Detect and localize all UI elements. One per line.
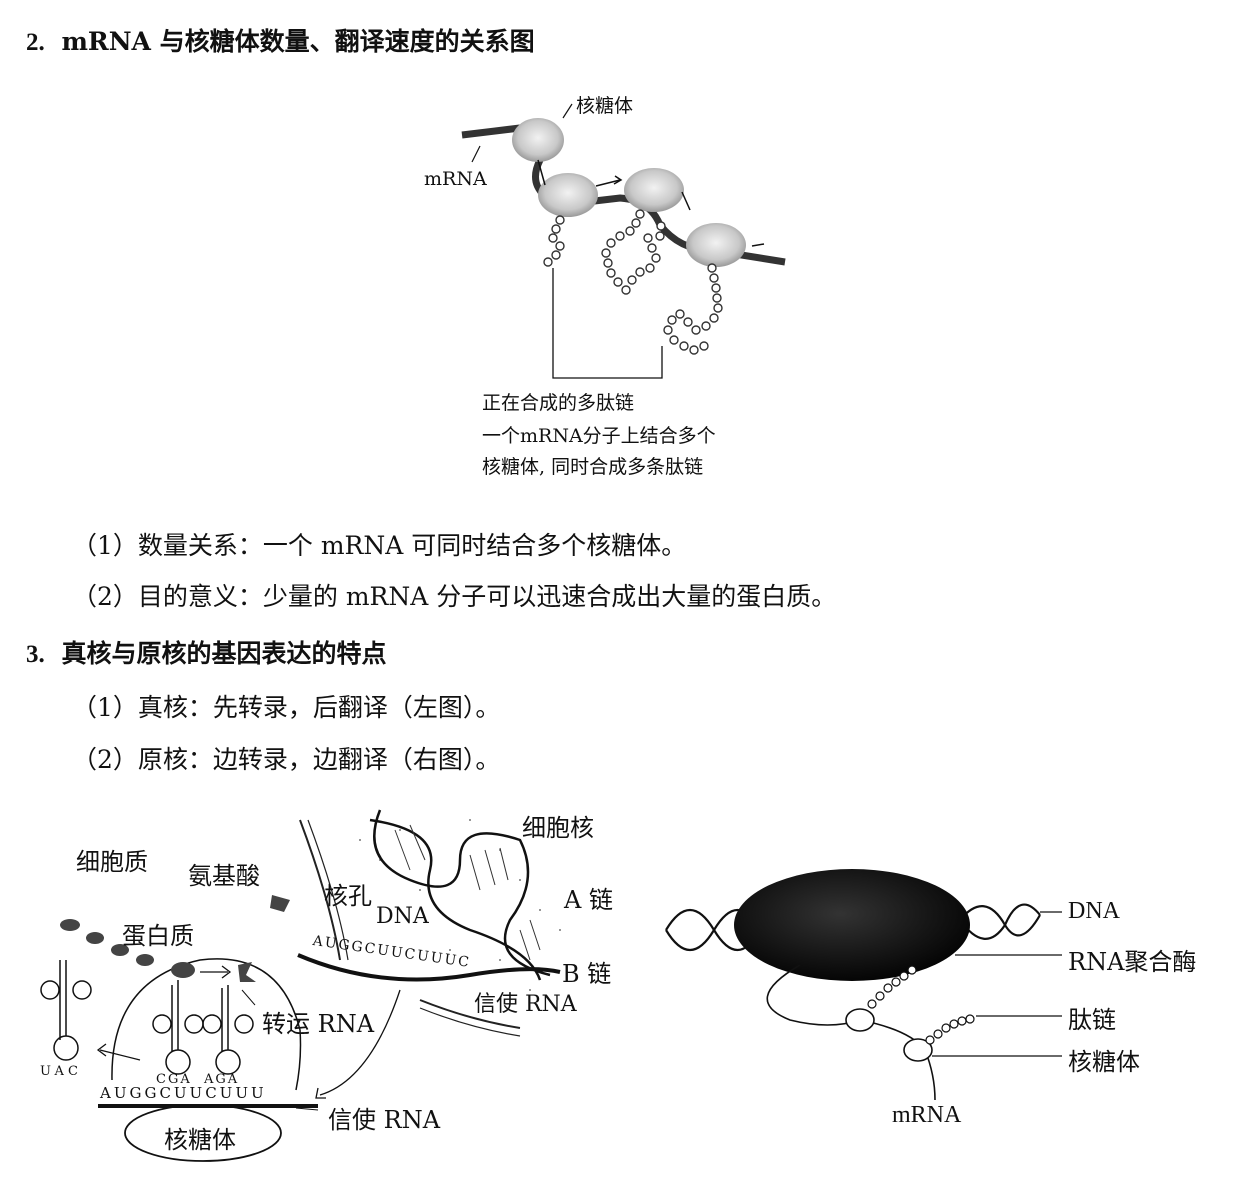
eukaryotic-label-nuclear-pore: 核孔 — [324, 882, 372, 910]
eukaryotic-anticodon-3: AGA — [204, 1072, 240, 1087]
prokaryotic-label-peptide: 肽链 — [1068, 1006, 1116, 1034]
eukaryotic-label-cytoplasm: 细胞质 — [76, 848, 148, 876]
eukaryotic-dna-helix — [369, 809, 551, 981]
prokaryotic-mrna — [766, 964, 936, 1101]
section-3-point-2: （2）原核：边转录，边翻译（右图）。 — [72, 745, 501, 774]
polyribosome-peptide-chains — [543, 209, 723, 355]
eukaryotic-label-a-chain: A 链 — [564, 886, 613, 914]
section-2-title: mRNA 与核糖体数量、翻译速度的关系图 — [61, 27, 535, 56]
eukaryotic-anticodon-1: UAC — [40, 1064, 82, 1079]
polyribosome-ribosome-2 — [538, 173, 598, 217]
polyribosome-ribosome-4 — [686, 223, 746, 267]
eukaryotic-codons-ribosome: AUGGCUUCUUU — [100, 1084, 267, 1102]
eukaryotic-label-b-chain: B 链 — [562, 960, 612, 988]
section-2-number: 2. — [26, 29, 45, 56]
prokaryotic-label-ribosome: 核糖体 — [1068, 1048, 1140, 1076]
prokaryotic-dna-right — [959, 903, 1041, 940]
prokaryotic-rna-polymerase — [734, 869, 970, 981]
eukaryotic-label-nucleus: 细胞核 — [522, 814, 594, 842]
polyribosome-label-mrna: mRNA — [424, 168, 487, 190]
polyribosome-ribosome-3 — [624, 168, 684, 212]
polyribosome-label-ribosome: 核糖体 — [576, 95, 634, 117]
eukaryotic-protein-chain — [60, 895, 290, 982]
section-3-title: 真核与原核的基因表达的特点 — [61, 639, 387, 668]
eukaryotic-label-mrna-bottom: 信使 RNA — [328, 1106, 441, 1134]
prokaryotic-label-rna-polymerase: RNA聚合酶 — [1068, 948, 1197, 976]
polyribosome-caption-line-3: 核糖体, 同时合成多条肽链 — [482, 456, 704, 478]
eukaryotic-label-protein: 蛋白质 — [122, 922, 194, 950]
polyribosome-ribosome-1 — [512, 118, 564, 162]
polyribosome-caption-line-1: 正在合成的多肽链 — [482, 392, 635, 414]
section-2-point-1: （1）数量关系：一个 mRNA 可同时结合多个核糖体。 — [72, 531, 687, 560]
section-3-heading: 3. 真核与原核的基因表达的特点 — [26, 634, 386, 670]
eukaryotic-label-dna: DNA — [376, 904, 429, 929]
section-3-point-1: （1）真核：先转录，后翻译（左图）。 — [72, 693, 501, 722]
eukaryotic-label-ribosome: 核糖体 — [164, 1126, 236, 1154]
prokaryotic-label-mrna: mRNA — [892, 1102, 962, 1128]
eukaryotic-label-trna: 转运 RNA — [262, 1010, 375, 1038]
prokaryotic-label-dna: DNA — [1068, 898, 1120, 924]
eukaryotic-label-amino-acid: 氨基酸 — [188, 862, 260, 890]
section-2-point-2: （2）目的意义：少量的 mRNA 分子可以迅速合成出大量的蛋白质。 — [72, 582, 837, 611]
section-3-number: 3. — [26, 641, 45, 668]
section-2-heading: 2. mRNA 与核糖体数量、翻译速度的关系图 — [26, 22, 535, 58]
eukaryotic-anticodon-2: CGA — [156, 1072, 192, 1087]
eukaryotic-trnas — [40, 960, 254, 1075]
eukaryotic-label-mrna-top: 信使 RNA — [474, 992, 577, 1017]
polyribosome-caption-line-2: 一个mRNA分子上结合多个 — [482, 425, 716, 447]
